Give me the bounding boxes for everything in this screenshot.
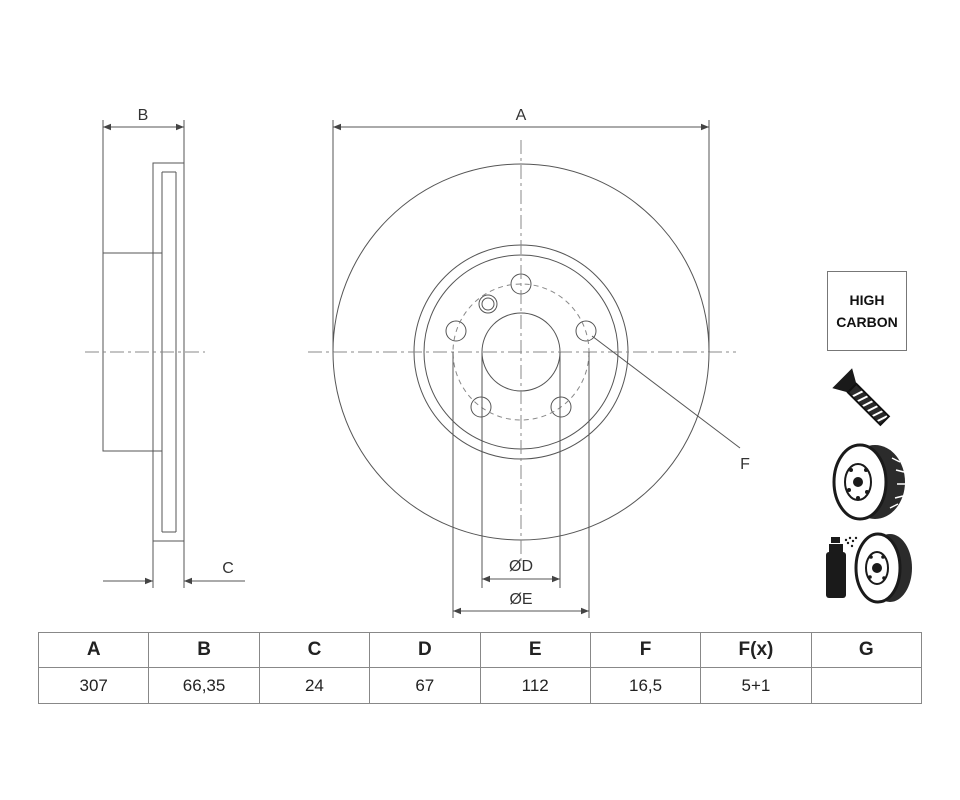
dim-label-c: C xyxy=(222,560,234,577)
screw-icon xyxy=(832,368,891,427)
dim-label-d: ØD xyxy=(509,558,533,575)
table-header-cell: F(x) xyxy=(700,632,812,668)
table-header-row: A B C D E F F(x) G xyxy=(37,632,923,668)
table-cell: 16,5 xyxy=(589,667,702,704)
dimension-a xyxy=(332,120,710,352)
table-cell: 112 xyxy=(479,667,591,704)
table-header-cell: G xyxy=(810,632,923,668)
high-carbon-badge: HIGH CARBON xyxy=(827,271,907,351)
bolt-hole xyxy=(550,396,572,418)
disc-with-coating-icon xyxy=(826,532,912,604)
badge-line-1: HIGH xyxy=(849,292,885,308)
dimension-b xyxy=(102,120,185,253)
table-header-cell: F xyxy=(589,632,702,668)
bolt-hole xyxy=(575,320,597,342)
table-cell: 67 xyxy=(369,667,481,704)
locating-hole xyxy=(478,294,498,314)
table-header-cell: A xyxy=(37,632,150,668)
table-cell xyxy=(810,667,923,704)
bolt-hole xyxy=(445,320,467,342)
table-header-cell: B xyxy=(148,632,260,668)
dim-label-b: B xyxy=(138,107,149,124)
bolt-hole xyxy=(470,396,492,418)
locating-hole-inner xyxy=(481,297,495,311)
brake-disc-icon xyxy=(832,443,905,521)
badge-line-2: CARBON xyxy=(836,314,898,330)
spec-table: A B C D E F F(x) G 307 66,35 24 67 112 1… xyxy=(37,632,923,704)
table-cell: 24 xyxy=(258,667,371,704)
table-cell: 66,35 xyxy=(148,667,260,704)
dimension-c xyxy=(103,541,245,588)
leader-f xyxy=(591,335,741,449)
table-cell: 307 xyxy=(37,667,150,704)
table-header-cell: D xyxy=(369,632,481,668)
table-header-cell: C xyxy=(258,632,371,668)
dimension-d xyxy=(481,352,561,588)
table-cell: 5+1 xyxy=(700,667,812,704)
dim-label-f: F xyxy=(740,456,750,473)
table-row: 307 66,35 24 67 112 16,5 5+1 xyxy=(37,667,923,704)
dim-label-e: ØE xyxy=(509,591,532,608)
dim-label-a: A xyxy=(516,107,527,124)
dimension-e xyxy=(452,352,590,618)
table-header-cell: E xyxy=(479,632,591,668)
